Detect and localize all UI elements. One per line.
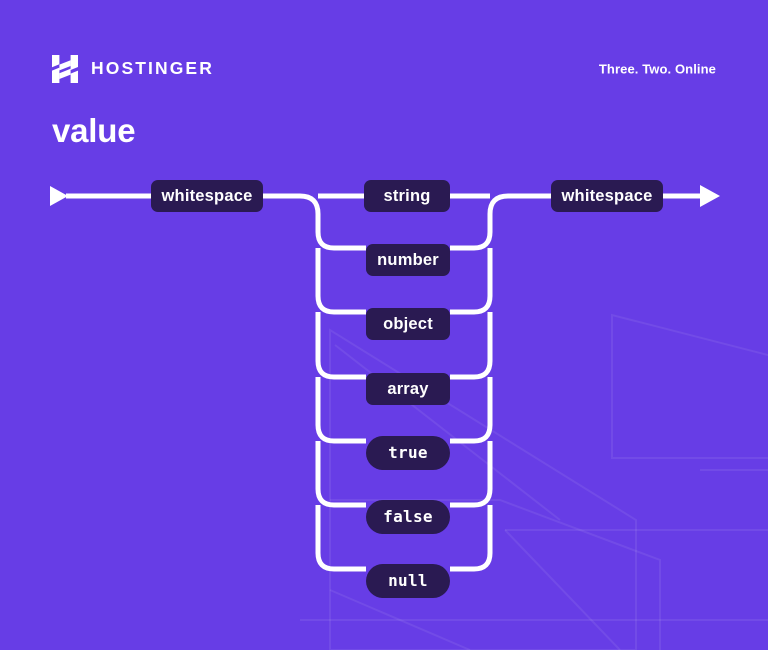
node-label: number [377, 250, 439, 269]
node-label: true [388, 443, 428, 462]
header: HOSTINGER Three. Two. Online [52, 52, 716, 86]
node-null[interactable]: null [366, 564, 450, 598]
node-object[interactable]: object [366, 308, 450, 340]
node-whitespace-left[interactable]: whitespace [151, 180, 263, 212]
node-array[interactable]: array [366, 373, 450, 405]
brand-name: HOSTINGER [91, 58, 214, 79]
end-arrow-icon [700, 185, 720, 207]
node-string[interactable]: string [364, 180, 450, 212]
node-label: false [383, 507, 433, 526]
tagline: Three. Two. Online [598, 61, 716, 77]
node-whitespace-right[interactable]: whitespace [551, 180, 663, 212]
node-number[interactable]: number [366, 244, 450, 276]
node-label: object [383, 314, 433, 333]
hostinger-h-logo-icon [52, 55, 78, 83]
node-label: array [387, 379, 429, 398]
node-label: null [388, 571, 428, 590]
brand-logo[interactable]: HOSTINGER [52, 52, 214, 86]
page-title: value [52, 112, 136, 149]
node-label: whitespace [161, 186, 253, 205]
start-marker-icon [50, 186, 68, 206]
node-false[interactable]: false [366, 500, 450, 534]
node-label: string [383, 186, 431, 205]
node-true[interactable]: true [366, 436, 450, 470]
node-label: whitespace [561, 186, 653, 205]
